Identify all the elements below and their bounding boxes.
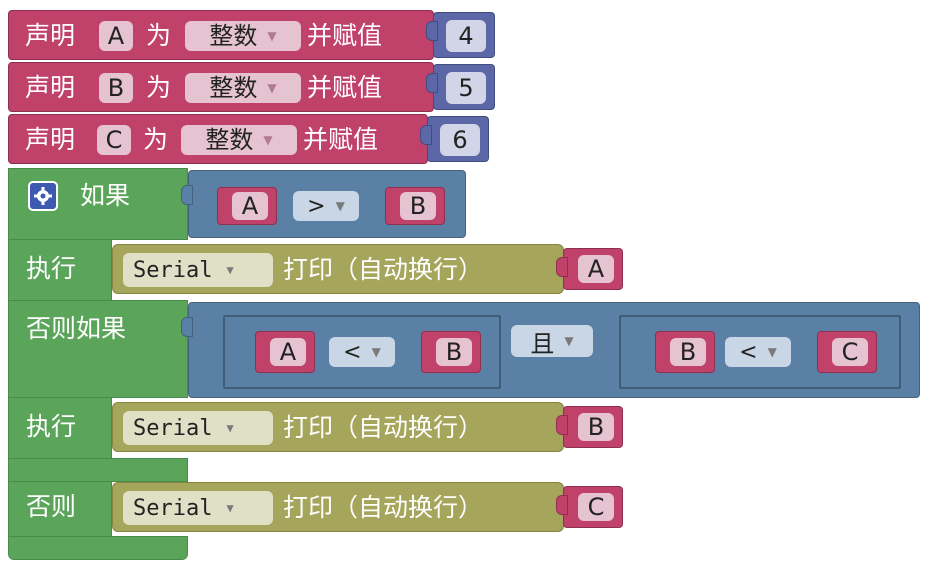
serial-port-dropdown[interactable]: Serial▼ — [123, 253, 273, 287]
puzzle-tab — [426, 73, 438, 93]
variable-chip: B — [400, 192, 436, 220]
declare-label: 声明 — [25, 73, 76, 102]
declare-block-c[interactable]: 声明 C 为 整数▼ 并赋值 — [8, 114, 428, 164]
chevron-down-icon: ▼ — [263, 133, 273, 147]
print-label: 打印（自动换行） — [283, 493, 484, 522]
chevron-down-icon: ▼ — [226, 263, 234, 277]
variable-block-c[interactable]: C — [817, 331, 877, 373]
serial-port-dropdown[interactable]: Serial▼ — [123, 491, 273, 525]
assign-label: 并赋值 — [307, 21, 383, 50]
serial-print-block-3[interactable]: Serial▼ 打印（自动换行） — [112, 482, 564, 532]
serial-print-block-2[interactable]: Serial▼ 打印（自动换行） — [112, 402, 564, 452]
declare-block-a[interactable]: 声明 A 为 整数▼ 并赋值 — [8, 10, 434, 60]
if-label: 如果 — [80, 181, 131, 210]
declare-label: 声明 — [25, 125, 76, 154]
as-label: 为 — [146, 21, 172, 50]
puzzle-tab — [556, 257, 568, 277]
chevron-down-icon: ▼ — [267, 29, 277, 43]
variable-block-a[interactable]: A — [255, 331, 315, 373]
gear-icon[interactable] — [28, 181, 58, 211]
variable-name-field[interactable]: C — [97, 125, 131, 155]
elseif-row-bar[interactable] — [8, 300, 188, 398]
variable-chip: C — [832, 338, 868, 366]
logic-operator-dropdown[interactable]: 且▼ — [511, 325, 593, 358]
variable-block-b[interactable]: B — [385, 187, 445, 225]
number-block-4[interactable]: 4 — [426, 12, 495, 58]
assign-label: 并赋值 — [307, 73, 383, 102]
type-dropdown[interactable]: 整数▼ — [181, 125, 297, 155]
compare-operator-dropdown[interactable]: <▼ — [725, 337, 791, 367]
variable-name-field[interactable]: A — [99, 21, 133, 51]
puzzle-tab — [181, 317, 193, 337]
else-row-bar[interactable] — [8, 458, 188, 482]
chevron-down-icon: ▼ — [226, 501, 234, 515]
chevron-down-icon: ▼ — [564, 334, 574, 348]
variable-block-b[interactable]: B — [655, 331, 715, 373]
declare-block-b[interactable]: 声明 B 为 整数▼ 并赋值 — [8, 62, 434, 112]
variable-chip: A — [578, 255, 614, 283]
number-block-6[interactable]: 6 — [420, 116, 489, 162]
chevron-down-icon: ▼ — [267, 81, 277, 95]
variable-block-a[interactable]: A — [556, 248, 623, 290]
serial-port-dropdown[interactable]: Serial▼ — [123, 411, 273, 445]
chevron-down-icon: ▼ — [767, 345, 777, 359]
print-label: 打印（自动换行） — [283, 255, 484, 284]
variable-chip: C — [578, 493, 614, 521]
gear-glyph — [34, 187, 52, 205]
variable-chip: A — [270, 338, 306, 366]
print-label: 打印（自动换行） — [283, 413, 484, 442]
variable-block-b[interactable]: B — [556, 406, 623, 448]
chevron-down-icon: ▼ — [335, 199, 345, 213]
variable-block-b[interactable]: B — [421, 331, 481, 373]
puzzle-tab — [426, 21, 438, 41]
compare-block-1[interactable]: A >▼ B — [181, 170, 466, 238]
assign-label: 并赋值 — [303, 125, 379, 154]
logic-and-block[interactable]: A <▼ B 且▼ B <▼ C — [181, 302, 920, 398]
variable-chip: B — [578, 413, 614, 441]
puzzle-tab — [181, 185, 193, 205]
puzzle-tab — [420, 125, 432, 145]
variable-block-c[interactable]: C — [556, 486, 623, 528]
variable-name-field[interactable]: B — [99, 73, 133, 103]
variable-chip: A — [232, 192, 268, 220]
puzzle-tab — [556, 495, 568, 515]
if-block-footer[interactable] — [8, 536, 188, 560]
number-field[interactable]: 5 — [446, 72, 486, 104]
do-label: 执行 — [26, 254, 77, 283]
variable-block-a[interactable]: A — [217, 187, 277, 225]
chevron-down-icon: ▼ — [371, 345, 381, 359]
compare-operator-dropdown[interactable]: <▼ — [329, 337, 395, 367]
type-dropdown[interactable]: 整数▼ — [185, 73, 301, 103]
elseif-label: 否则如果 — [26, 314, 127, 343]
serial-print-block-1[interactable]: Serial▼ 打印（自动换行） — [112, 244, 564, 294]
number-field[interactable]: 4 — [446, 20, 486, 52]
declare-label: 声明 — [25, 21, 76, 50]
else-label: 否则 — [26, 492, 77, 521]
variable-chip: B — [436, 338, 472, 366]
chevron-down-icon: ▼ — [226, 421, 234, 435]
compare-block-3[interactable]: B <▼ C — [619, 315, 901, 389]
variable-chip: B — [670, 338, 706, 366]
compare-block-2[interactable]: A <▼ B — [223, 315, 501, 389]
compare-operator-dropdown[interactable]: >▼ — [293, 191, 359, 221]
number-block-5[interactable]: 5 — [426, 64, 495, 110]
do-label: 执行 — [26, 412, 77, 441]
type-dropdown[interactable]: 整数▼ — [185, 21, 301, 51]
as-label: 为 — [146, 73, 172, 102]
as-label: 为 — [143, 125, 169, 154]
number-field[interactable]: 6 — [440, 124, 480, 156]
puzzle-tab — [556, 415, 568, 435]
